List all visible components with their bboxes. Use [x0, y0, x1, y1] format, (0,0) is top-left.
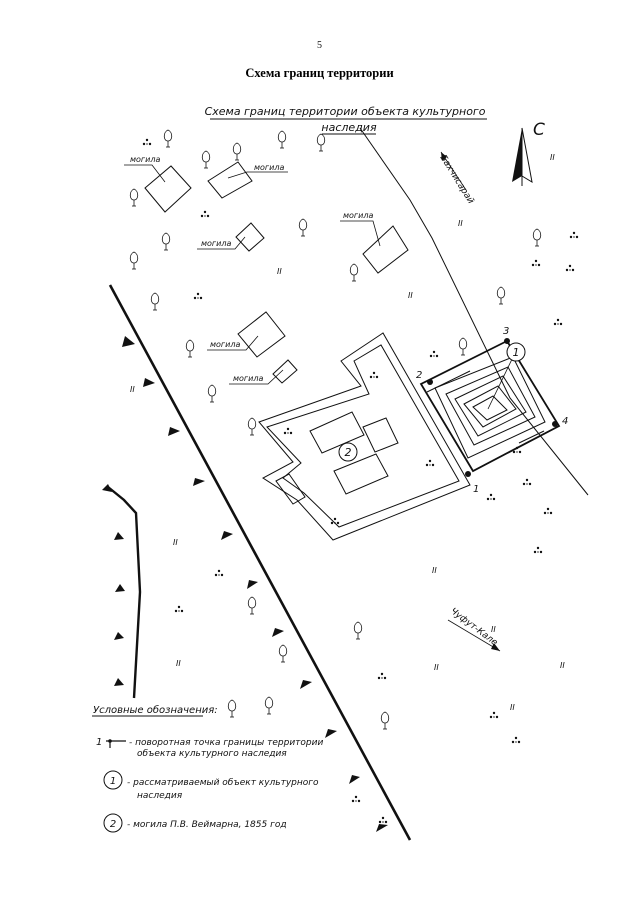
- legend: Условные обозначения: 1 - поворотная точ…: [92, 704, 323, 833]
- grave-leaders: [124, 164, 381, 385]
- page-title: Схема границ территории: [245, 66, 394, 80]
- grass-mark: II: [560, 661, 565, 670]
- tree-icons: [129, 129, 542, 730]
- page-number: 5: [317, 40, 322, 51]
- arrow-icon: [491, 643, 500, 651]
- arrow-icon: [441, 152, 447, 161]
- grass-mark: II: [130, 385, 135, 394]
- grave-label: могила: [233, 374, 263, 383]
- grave-outline: [144, 165, 192, 213]
- point-label: 2: [416, 370, 422, 381]
- legend-item3-number: 2: [110, 819, 116, 830]
- terrace: [463, 385, 517, 428]
- terrace: [454, 375, 527, 437]
- tomb-rect: [362, 417, 399, 453]
- map-title-line2: наследия: [321, 121, 377, 134]
- grass-mark: II: [408, 291, 413, 300]
- grave-label: могила: [254, 163, 284, 172]
- terrace: [445, 366, 536, 446]
- grass-mark: II: [176, 659, 181, 668]
- object-marker-1: [506, 342, 526, 362]
- object-territory: [419, 339, 561, 473]
- grave-label: могила: [210, 340, 240, 349]
- enclosure-walls: [258, 332, 471, 541]
- grass-marks: II II II II II II II II II II II II: [130, 153, 565, 712]
- legend-grave-icon: [103, 813, 123, 833]
- north-arrow-icon: [512, 127, 533, 186]
- road-label-bakhchisaray: Бахчисарай: [437, 153, 475, 206]
- point-label: 4: [562, 416, 568, 427]
- grass-mark: II: [550, 153, 555, 162]
- point-label: 1: [473, 484, 479, 495]
- grave-label: могила: [343, 211, 373, 220]
- object-marker-label: 1: [513, 346, 520, 359]
- terrace: [472, 395, 508, 421]
- tomb-rect: [333, 453, 389, 495]
- north-label: С: [533, 120, 545, 140]
- road-line: [359, 127, 589, 496]
- legend-heading: Условные обозначения:: [93, 704, 218, 716]
- grave-outline: [207, 161, 253, 199]
- cliff-ticks: [102, 336, 388, 832]
- cliff-edge-line: [108, 284, 412, 841]
- terrace: [434, 356, 546, 459]
- legend-item1-text-2: объекта культурного наследия: [137, 749, 287, 759]
- grave-outline: [235, 222, 265, 252]
- grass-mark: II: [432, 566, 437, 575]
- object-marker-2: [338, 442, 358, 462]
- grass-mark: II: [277, 267, 282, 276]
- grave-outline: [362, 225, 409, 274]
- grave-label: могила: [201, 239, 231, 248]
- grave-outline: [237, 311, 286, 358]
- inner-wall: [266, 344, 460, 528]
- tomb-rect: [309, 411, 365, 454]
- turning-point-icon: [106, 739, 126, 748]
- legend-object-icon: [103, 770, 123, 790]
- map-title-line1: Схема границ территории объекта культурн…: [205, 105, 486, 118]
- grave-outline: [272, 359, 298, 384]
- grass-mark: II: [458, 219, 463, 228]
- object-marker-label: 2: [345, 446, 352, 459]
- grass-mark: II: [491, 625, 496, 634]
- territory-boundary: [419, 339, 561, 473]
- legend-item3-text: - могила П.В. Веймарна, 1855 год: [127, 820, 287, 830]
- graves: [144, 161, 409, 384]
- point-label: 3: [503, 326, 509, 337]
- cliff-edge-line-lower: [107, 486, 142, 699]
- legend-item2-text-2: наследия: [137, 791, 183, 801]
- turning-points: [427, 338, 558, 477]
- grass-mark: II: [434, 663, 439, 672]
- legend-item2-text: - рассматриваемый объект культурного: [127, 778, 319, 788]
- grass-mark: II: [510, 703, 515, 712]
- outer-wall: [258, 332, 471, 541]
- legend-item2-number: 1: [110, 776, 116, 787]
- wall-stub: [275, 473, 306, 505]
- grass-mark: II: [173, 538, 178, 547]
- legend-item1-number: 1: [96, 737, 102, 748]
- legend-item1-text: - поворотная точка границы территории: [129, 738, 323, 748]
- grave-label: могила: [130, 155, 160, 164]
